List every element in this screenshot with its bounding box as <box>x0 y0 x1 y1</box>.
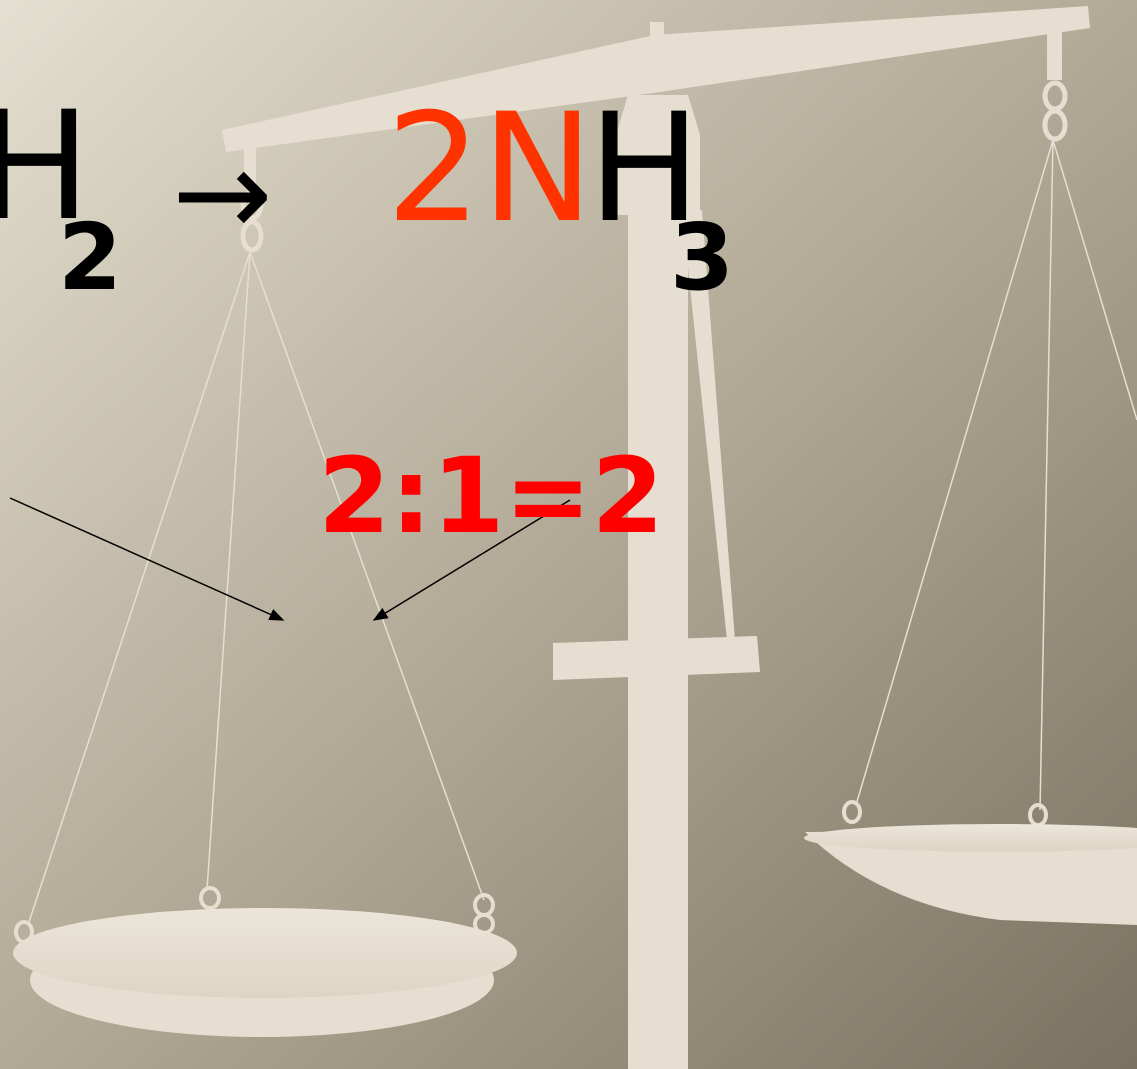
scale-beam <box>222 6 1090 152</box>
right-pan-strings <box>855 139 1137 811</box>
scale-post-lower <box>628 640 688 1069</box>
product-coefficient-nitrogen: 2N <box>386 82 594 256</box>
pointer-arrow-right <box>372 499 571 621</box>
right-pan-bowl <box>805 830 1137 925</box>
reactant-hydrogen-symbol: H <box>0 80 91 254</box>
left-pan-rim <box>13 908 517 998</box>
scale-pivot <box>650 22 664 52</box>
right-hanger-stem <box>1047 30 1062 80</box>
pointer-arrow-left <box>9 497 285 621</box>
mole-ratio-label: 2:1=2 <box>318 435 664 557</box>
right-hanger-chain <box>1042 80 1068 142</box>
scale-needle <box>682 210 735 640</box>
reaction-arrow: → <box>172 125 273 264</box>
product-hydrogen-subscript: 3 <box>670 204 735 311</box>
right-pan-rim <box>804 824 1137 852</box>
left-hanger-stem <box>244 148 256 186</box>
scale-post-top <box>616 95 700 215</box>
product-hydrogen-symbol: H <box>588 82 701 256</box>
left-hanger-chain <box>240 189 264 253</box>
left-pan-strings <box>27 251 485 926</box>
reactant-hydrogen-subscript: 2 <box>58 204 123 311</box>
